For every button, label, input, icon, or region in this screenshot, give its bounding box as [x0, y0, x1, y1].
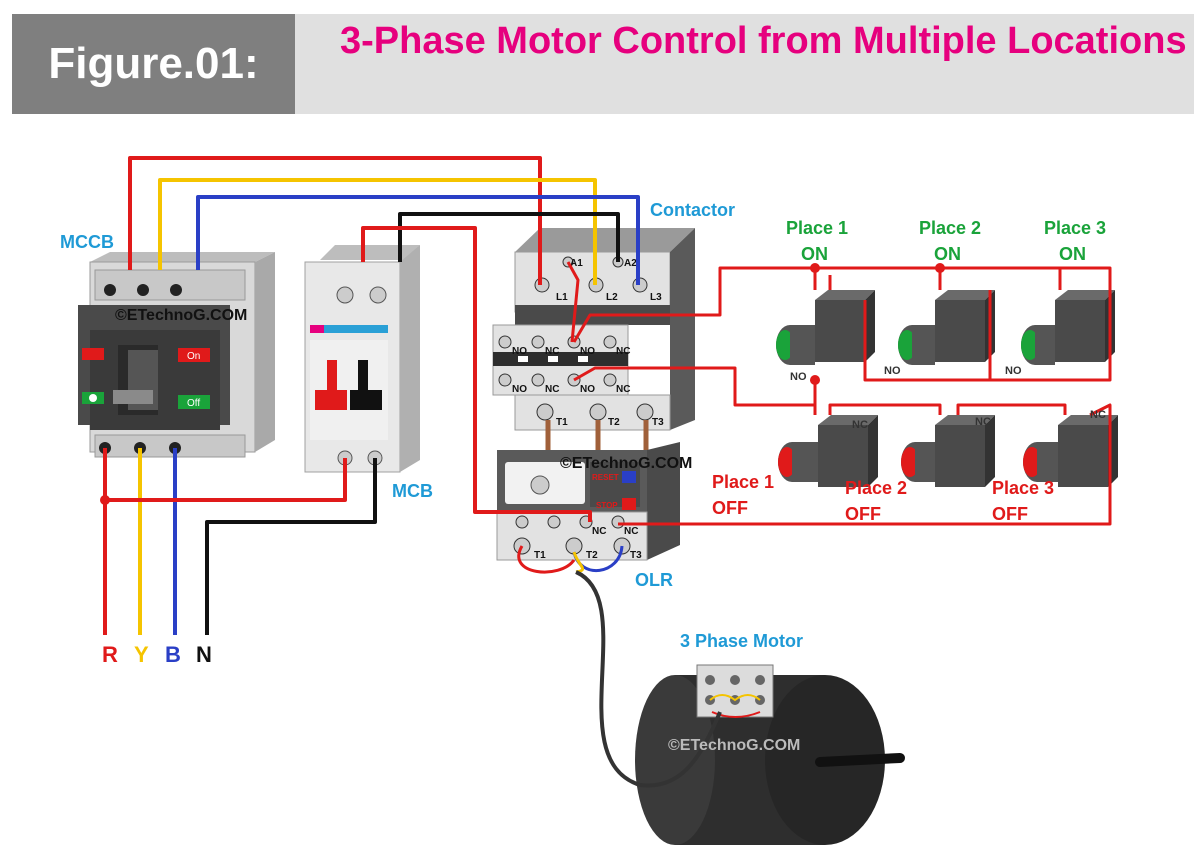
term-t2: T2: [608, 417, 620, 428]
reset-button: [622, 471, 636, 483]
watermark-2: ©ETechnoG.COM: [560, 455, 692, 472]
olr-label: OLR: [635, 570, 673, 590]
title-box: [295, 14, 1194, 114]
page-title: 3-Phase Motor Control from Multiple Loca…: [340, 20, 1187, 62]
olr-t2: T2: [586, 550, 598, 561]
mccb-off-text: Off: [187, 398, 200, 409]
on-place-2: Place 2: [919, 218, 981, 238]
off-place-2: Place 2: [845, 478, 907, 498]
aux-no-2: NO: [580, 346, 595, 357]
three-phase-motor: [635, 664, 905, 845]
term-t3: T3: [652, 417, 664, 428]
term-t1: T1: [556, 417, 568, 428]
wire-nodes: [100, 263, 945, 505]
on-place-1: Place 1: [786, 218, 848, 238]
olr-t3: T3: [630, 550, 642, 561]
mccb-label: MCCB: [60, 232, 114, 252]
term-l1: L1: [556, 292, 568, 303]
watermark-1: ©ETechnoG.COM: [115, 307, 247, 324]
term-a2: A2: [624, 258, 637, 269]
motor-label: 3 Phase Motor: [680, 631, 803, 651]
mcb: [304, 245, 420, 473]
copper-links: [545, 420, 649, 452]
off-button-2: [901, 415, 995, 487]
stop-button: [622, 498, 636, 510]
figure-label-box: [12, 14, 295, 114]
on-button-2: [898, 290, 995, 365]
olr-nc-2: NC: [624, 526, 638, 537]
on-state-1: ON: [801, 244, 828, 264]
mcb-label: MCB: [392, 481, 433, 501]
off-place-1: Place 1: [712, 472, 774, 492]
aux-nc-1: NC: [545, 346, 559, 357]
watermark-3: ©ETechnoG.COM: [668, 737, 800, 754]
on-place-3: Place 3: [1044, 218, 1106, 238]
off-button-3: [1023, 415, 1118, 487]
off-state-2: OFF: [845, 504, 881, 524]
on-button-1: [776, 290, 875, 365]
aux-no-1: NO: [512, 346, 527, 357]
aux-nc-2: NC: [616, 346, 630, 357]
mccb: On Off: [78, 252, 275, 458]
phase-y: Y: [134, 642, 149, 667]
term-l2: L2: [606, 292, 618, 303]
olr-t1: T1: [534, 550, 546, 561]
olr-stop-text: STOP: [596, 501, 618, 510]
contactor-label: Contactor: [650, 200, 735, 220]
overload-relay: RESET STOP NC NC T1 T2 T3: [496, 442, 680, 561]
off-place-3: Place 3: [992, 478, 1054, 498]
aux-no-4: NO: [580, 384, 595, 395]
no-label-2: NO: [884, 365, 901, 377]
olr-nc-1: NC: [592, 526, 606, 537]
on-state-3: ON: [1059, 244, 1086, 264]
phase-b: B: [165, 642, 181, 667]
term-l3: L3: [650, 292, 662, 303]
phase-n: N: [196, 642, 212, 667]
nc-label-3: NC: [1090, 409, 1106, 421]
phase-r: R: [102, 642, 118, 667]
off-state-1: OFF: [712, 498, 748, 518]
olr-reset-text: RESET: [592, 473, 619, 482]
mccb-on-text: On: [187, 351, 200, 362]
nc-label-1: NC: [852, 419, 868, 431]
nc-label-2: NC: [975, 416, 991, 428]
on-state-2: ON: [934, 244, 961, 264]
no-label-3: NO: [1005, 365, 1022, 377]
aux-nc-4: NC: [616, 384, 630, 395]
on-button-3: [1021, 290, 1115, 365]
figure-label: Figure.01:: [48, 39, 259, 88]
no-label-1: NO: [790, 371, 807, 383]
aux-no-3: NO: [512, 384, 527, 395]
contactor: L1 L2 L3 A1 A2 NO NC NO NC NO NC NO NC T…: [492, 228, 695, 431]
off-state-3: OFF: [992, 504, 1028, 524]
off-button-1: [778, 415, 878, 487]
wires: [103, 156, 1112, 788]
aux-nc-3: NC: [545, 384, 559, 395]
term-a1: A1: [570, 258, 583, 269]
